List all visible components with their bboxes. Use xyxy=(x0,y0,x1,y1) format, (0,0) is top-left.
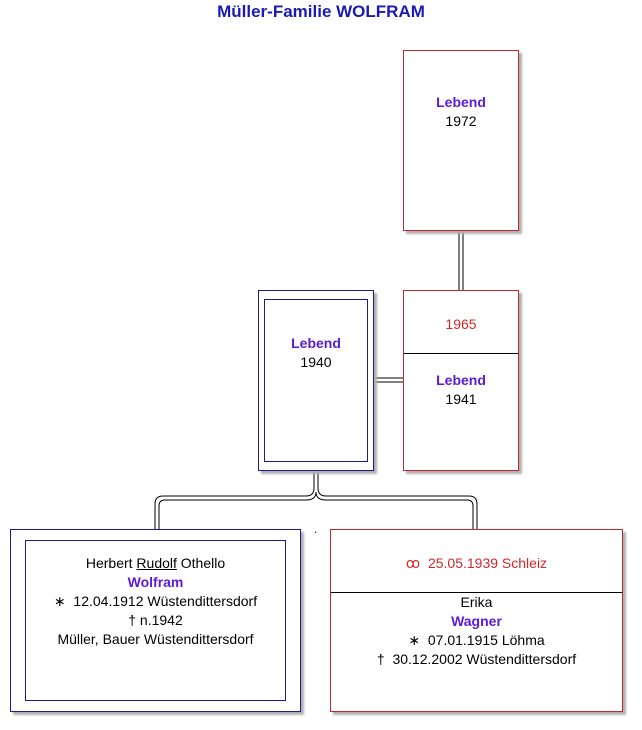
grandparent-year: 1972 xyxy=(445,113,477,129)
grandparent-box[interactable]: Lebend 1972 xyxy=(403,50,519,231)
person-given-names: Herbert Rudolf Othello xyxy=(85,555,226,571)
father-surname: Lebend xyxy=(291,335,341,351)
spouse-marriage: ꝏ 25.05.1939 Schleiz xyxy=(405,555,548,571)
mother-surname: Lebend xyxy=(436,372,486,388)
father-box[interactable]: Lebend 1940 xyxy=(258,290,374,471)
person-birth: ∗ 12.04.1912 Wüstendittersdorf xyxy=(53,593,258,609)
mother-year: 1941 xyxy=(445,391,477,407)
grandparent-surname: Lebend xyxy=(436,94,486,110)
separator-dot: . xyxy=(314,522,318,536)
person-death: † n.1942 xyxy=(128,612,183,628)
person-surname: Wolfram xyxy=(127,574,184,590)
person-occupation: Müller, Bauer Wüstendittersdorf xyxy=(57,631,254,647)
father-year: 1940 xyxy=(300,354,332,370)
mother-marriage-year: 1965 xyxy=(445,316,477,332)
spouse-given-name: Erika xyxy=(460,594,493,610)
spouse-divider xyxy=(331,592,622,593)
page-title: Müller-Familie WOLFRAM xyxy=(217,2,425,21)
birth-icon: ∗ xyxy=(53,593,66,609)
death-icon: † xyxy=(376,651,385,667)
spouse-box[interactable]: ꝏ 25.05.1939 Schleiz Erika Wagner ∗ 07.0… xyxy=(330,529,623,712)
person-box[interactable]: Herbert Rudolf Othello Wolfram ∗ 12.04.1… xyxy=(10,529,301,712)
spouse-death: † 30.12.2002 Wüstendittersdorf xyxy=(376,651,577,667)
spouse-birth: ∗ 07.01.1915 Löhma xyxy=(408,632,545,648)
birth-icon: ∗ xyxy=(408,632,421,648)
death-icon: † xyxy=(128,612,137,628)
spouse-surname: Wagner xyxy=(451,613,502,629)
person-call-name: Rudolf xyxy=(136,555,177,571)
mother-divider xyxy=(404,353,518,354)
marriage-icon: ꝏ xyxy=(405,555,421,571)
mother-box[interactable]: 1965 Lebend 1941 xyxy=(403,290,519,471)
